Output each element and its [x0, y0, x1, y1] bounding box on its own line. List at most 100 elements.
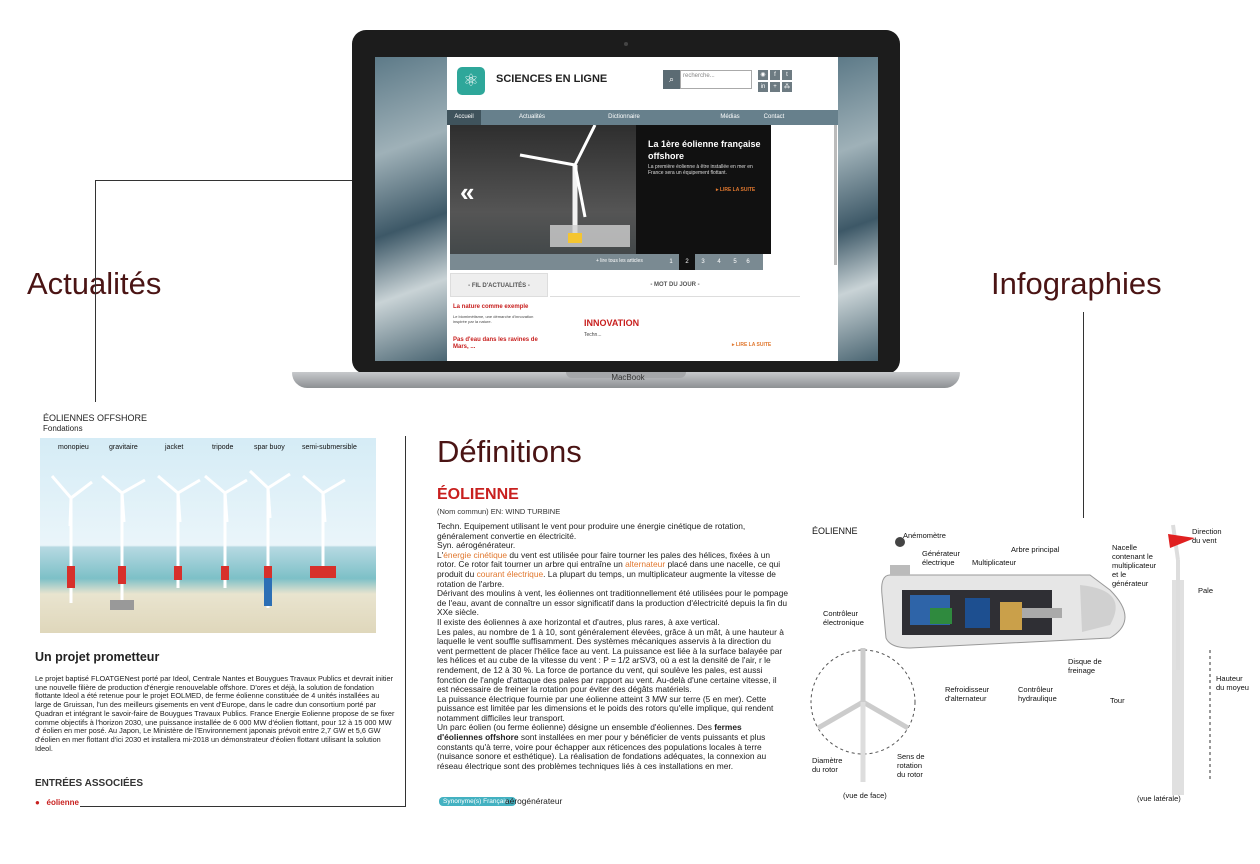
twitter-icon[interactable]: t: [782, 70, 792, 80]
definition-title: ÉOLIENNE: [437, 486, 519, 503]
macbook-brand: MacBook: [611, 373, 645, 382]
foundation-type-label: semi-submersible: [302, 444, 357, 451]
news-item-title[interactable]: Pas d'eau dans les ravines de Mars, ...: [453, 337, 538, 350]
prev-arrow-icon[interactable]: «: [460, 177, 475, 207]
page-4[interactable]: 4: [717, 259, 721, 265]
news-item-text: Le biomimétisme, une démarche d'innovati…: [453, 314, 534, 324]
synonym-badge: Synonyme(s) Français :: [439, 797, 516, 806]
def-paragraph: Syn. aérogénérateur.: [437, 540, 516, 551]
all-articles-link[interactable]: + lire tous les articles: [596, 258, 643, 264]
label-multiplicateur: Multiplicateur: [972, 558, 1017, 567]
hero-read-more-link[interactable]: ▸ LIRE LA SUITE: [716, 187, 756, 193]
def-text: Un parc éolien (ou ferme éolienne) désig…: [437, 722, 715, 733]
label-vue-face: (vue de face): [843, 791, 887, 800]
def-text: L': [437, 549, 444, 560]
label-disque-freinage: Disque de freinage: [1068, 657, 1102, 675]
nav-item-medias[interactable]: Médias: [720, 114, 740, 120]
camera-dot: [624, 42, 628, 46]
share-icon[interactable]: ⁂: [782, 82, 792, 92]
def-paragraph: Il existe des éoliennes à axe horizontal…: [437, 616, 720, 627]
page-1[interactable]: 1: [669, 259, 673, 265]
label-diametre-rotor: Diamètre du rotor: [812, 756, 843, 774]
mot-read-more-link[interactable]: ▸ LIRE LA SUITE: [732, 342, 772, 348]
def-text: . La plupart du temps, un multiplicateur…: [437, 568, 776, 589]
hero-slider[interactable]: « » La 1ère éolienne française offshore …: [450, 125, 771, 270]
link-alternateur[interactable]: alternateur: [625, 559, 666, 570]
def-paragraph: Les pales, au nombre de 1 à 10, sont gén…: [437, 626, 784, 695]
synonym-value: aérogénérateur: [505, 796, 563, 806]
nav-item-actualites[interactable]: Actualités: [518, 114, 545, 120]
def-text: sont installées en mer pour y bénéficier…: [437, 732, 767, 771]
wave-background-right: [838, 57, 878, 361]
nav-item-dictionnaire[interactable]: Dictionnaire: [608, 114, 640, 120]
mot-du-jour-text: Techn...: [584, 332, 602, 338]
label-controleur-electronique: Contrôleur électronique: [823, 609, 864, 627]
wave-background-left: [375, 57, 447, 361]
offshore-subtitle: Fondations: [43, 424, 83, 433]
search-input[interactable]: recherche...: [680, 70, 752, 89]
search-icon[interactable]: ⌕: [663, 70, 680, 89]
def-paragraph: L'énergie cinétique du vent est utilisée…: [437, 549, 789, 589]
label-vue-laterale: (vue latérale): [1137, 794, 1181, 803]
def-text: du vent est utilisée pour faire tourner …: [437, 549, 771, 570]
site-title[interactable]: SCIENCES EN LIGNE: [496, 73, 608, 85]
foundation-type-label: spar buoy: [254, 444, 285, 451]
foundation-type-label: gravitaire: [109, 444, 138, 451]
hero-text: La première éolienne à être installée en…: [648, 164, 753, 176]
hero-pagination-bar: + lire tous les articles 1 2 3 4 5 6: [450, 254, 763, 270]
rss-icon[interactable]: ◉: [758, 70, 768, 80]
offshore-title: ÉOLIENNES OFFSHORE: [43, 413, 148, 423]
fil-actualites-header: - FIL D'ACTUALITÉS -: [450, 273, 548, 297]
label-pale: Pale: [1198, 586, 1214, 595]
label-anemometre: Anémomètre: [903, 531, 946, 540]
site-logo-icon[interactable]: ⚛: [457, 67, 485, 95]
label-controleur-hydraulique: Contrôleur hydraulique: [1018, 685, 1057, 703]
def-paragraph: Un parc éolien (ou ferme éolienne) désig…: [437, 723, 789, 771]
link-courant-electrique[interactable]: courant électrique: [476, 568, 544, 579]
label-refroidisseur: Refroidisseur d'alternateur: [945, 685, 990, 703]
entrees-associees-heading: ENTRÉES ASSOCIÉES: [35, 778, 143, 789]
projet-text: Le projet baptisé FLOATGENest porté par …: [35, 674, 395, 753]
connector-line: [405, 436, 406, 806]
offshore-foundations-illustration: monopieu gravitaire jacket tripode spar …: [40, 438, 376, 633]
label-actualites: Actualités: [27, 266, 162, 301]
label-generateur: Générateur électrique: [922, 549, 960, 567]
def-paragraph: Dérivant des moulins à vent, les éolienn…: [437, 588, 789, 618]
facebook-icon[interactable]: f: [770, 70, 780, 80]
turbines-drawing: [50, 469, 346, 610]
def-bold: fermes d'éoliennes offshore: [437, 722, 742, 743]
definition-body: Techn. Equipement utilisant le vent pour…: [437, 521, 789, 771]
connector-line: [1083, 312, 1084, 518]
page-3[interactable]: 3: [701, 259, 705, 265]
projet-title: Un projet prometteur: [35, 650, 160, 664]
scrollbar[interactable]: [834, 125, 837, 265]
def-paragraph: La puissance électrique fournie par une …: [437, 693, 774, 723]
foundation-type-label: monopieu: [58, 444, 89, 451]
page-5[interactable]: 5: [733, 259, 737, 265]
foundation-type-label: tripode: [212, 444, 234, 451]
connector-line: [80, 806, 406, 807]
label-nacelle: Nacelle contenant le multiplicateur et l…: [1112, 543, 1157, 588]
infographic-title: ÉOLIENNE: [812, 526, 858, 536]
hero-title: La 1ère éolienne française offshore: [648, 139, 761, 161]
related-entry-label[interactable]: éolienne: [46, 798, 79, 807]
turbine-photo: [519, 125, 630, 247]
mot-du-jour-title[interactable]: INNOVATION: [584, 318, 640, 328]
nav-item-accueil[interactable]: Accueil: [447, 110, 481, 125]
label-infographies: Infographies: [991, 266, 1162, 301]
page-6[interactable]: 6: [746, 259, 750, 265]
link-energie-cinetique[interactable]: énergie cinétique: [443, 549, 508, 560]
wind-turbine-infographic: [810, 524, 1211, 795]
definition-subtitle: (Nom commun) EN: WIND TURBINE: [437, 507, 561, 516]
foundation-type-label: jacket: [165, 444, 184, 451]
laptop-notch: [566, 372, 686, 378]
nav-item-contact[interactable]: Contact: [763, 114, 785, 120]
related-entry-link[interactable]: ● éolienne: [35, 798, 79, 807]
linkedin-icon[interactable]: in: [758, 82, 768, 92]
news-item-title[interactable]: La nature comme exemple: [453, 304, 529, 310]
site-header: ⚛ SCIENCES EN LIGNE ⌕ recherche... ◉ f t…: [447, 57, 838, 109]
mot-du-jour-header: - MOT DU JOUR -: [550, 273, 800, 297]
laptop-base: [292, 372, 960, 388]
page-2-active[interactable]: 2: [679, 254, 695, 270]
plus-icon[interactable]: +: [770, 82, 780, 92]
